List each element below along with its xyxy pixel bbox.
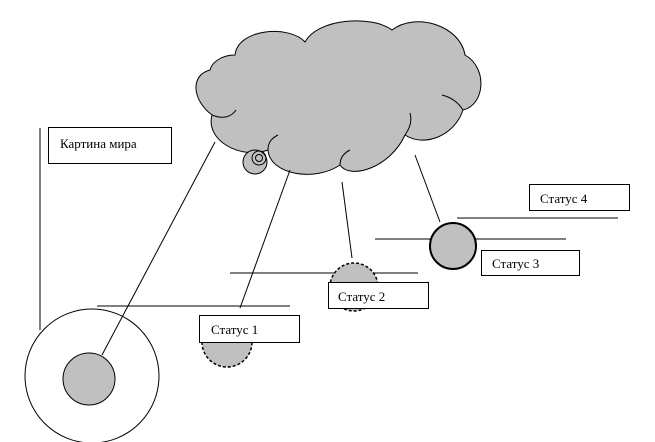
status-1-marker <box>201 341 253 368</box>
status-3-label: Статус 3 <box>481 250 580 276</box>
status-4-text: Статус 4 <box>540 191 588 206</box>
world-picture-label: Картина мира <box>48 127 172 164</box>
thought-bubble <box>242 149 268 175</box>
status-2-label: Статус 2 <box>328 282 429 309</box>
world-ring <box>24 308 160 442</box>
status-3-marker <box>429 222 477 270</box>
status-1-text: Статус 1 <box>211 322 259 337</box>
cloud-to-world-line <box>101 141 216 356</box>
thought-cloud <box>195 20 482 175</box>
cloud-to-status-3-line <box>414 154 441 223</box>
status-3-text: Статус 3 <box>492 256 540 271</box>
cloud-to-status-1-line <box>239 169 291 309</box>
status-2-text: Статус 2 <box>338 289 386 304</box>
cloud-to-status-2-line <box>341 181 353 259</box>
status-1-label: Статус 1 <box>199 315 300 343</box>
status-4-label: Статус 4 <box>529 184 630 211</box>
world-picture-text: Картина мира <box>60 136 137 151</box>
